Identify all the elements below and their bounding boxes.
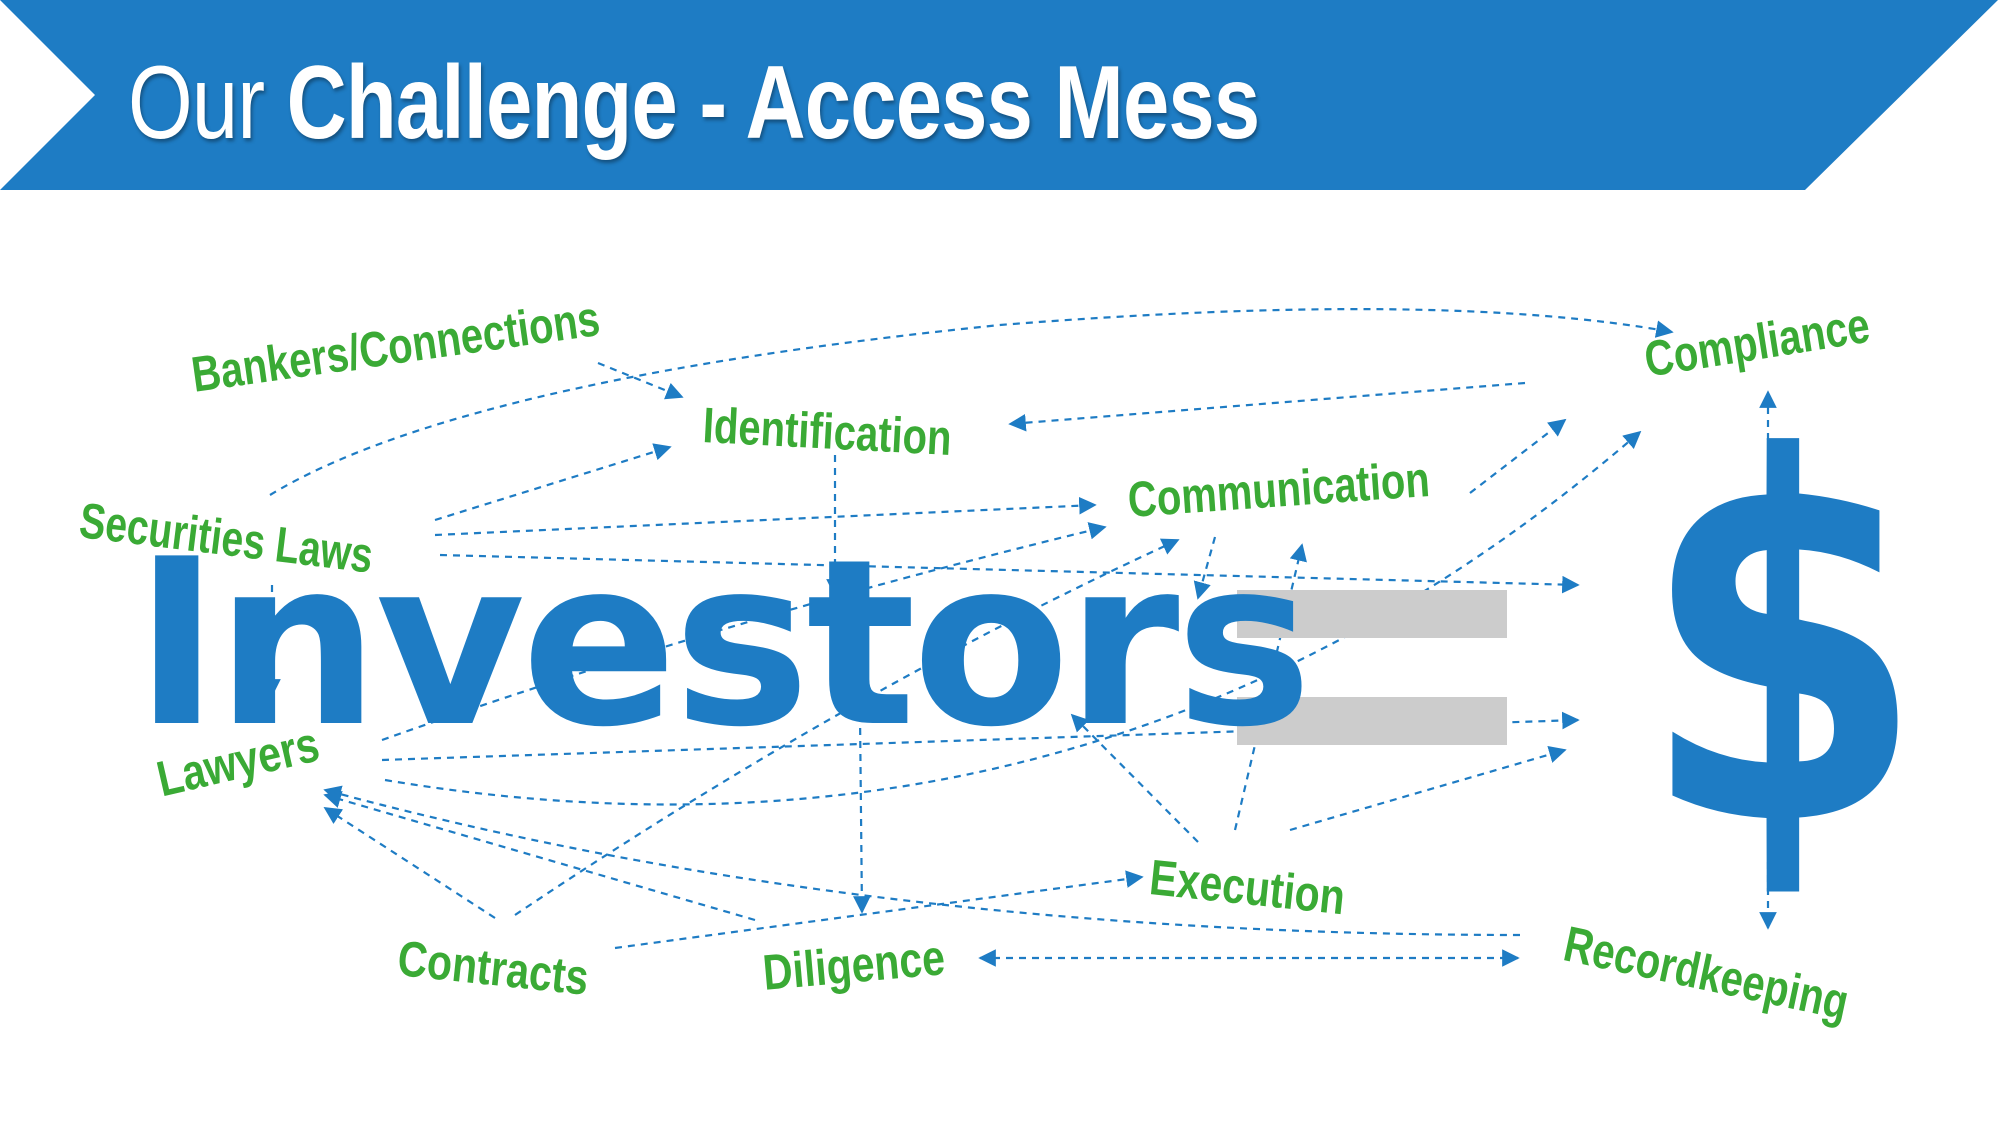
arrow-right-identification: [1008, 381, 1526, 432]
dollar-sign: $: [1640, 354, 1926, 936]
arrow-execution-investors: [1070, 713, 1199, 843]
arrow-communication-compliance: [1469, 418, 1567, 494]
title-bold: Challenge - Access Mess: [286, 45, 1261, 161]
arrow-securities-communication: [434, 496, 1097, 537]
arrow-execution-lawyers: [323, 785, 1521, 937]
arrow-communication-equals: [1193, 536, 1217, 600]
title-banner: [0, 0, 1998, 190]
arrow-bankers-identification: [597, 361, 684, 400]
arrow-contracts-communication: [514, 538, 1180, 916]
arrow-contracts-execution: [614, 870, 1144, 950]
arrow-lawyers-communication: [381, 522, 1107, 742]
arrow-lawyers-dollar: [381, 711, 1580, 762]
arrow-diligence-lawyers: [323, 790, 756, 922]
equals-bar-bottom: [1237, 697, 1507, 745]
arrow-investors-diligence: [853, 714, 871, 914]
equals-bar-top: [1237, 590, 1507, 638]
investors-word: Investors: [134, 511, 1312, 778]
arrow-securities-identification: [434, 443, 672, 522]
slide-title: Our Challenge - Access Mess: [128, 28, 1261, 178]
arrow-execution-dollar: [1289, 745, 1567, 832]
arrow-securities-compliance: [269, 307, 1674, 496]
arrow-lawyers-compliance: [384, 430, 1642, 806]
label-identification: Identification: [701, 397, 954, 466]
arrow-execution-communication: [1233, 543, 1307, 831]
title-light: Our: [128, 45, 265, 161]
arrow-contracts-lawyers: [323, 807, 496, 919]
